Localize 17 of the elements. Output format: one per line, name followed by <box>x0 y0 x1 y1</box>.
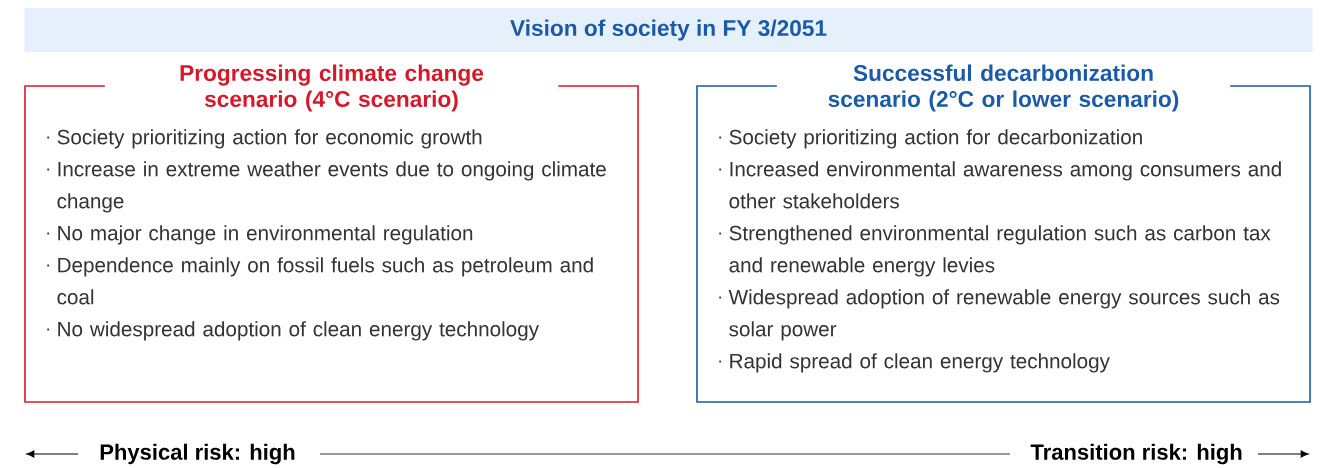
box-heading: Successful decarbonization scenario (2°C or lower scenario) <box>828 64 1179 112</box>
bullet-item: Increase in extreme weather events due to ongoing climate change <box>57 161 606 213</box>
bullet-item: Strengthened environmental regulation such as carbon tax and renewable energy levies <box>729 225 1271 277</box>
bullet-item: Widespread adoption of renewable energy sources such as solar power <box>728 289 1280 341</box>
bullet-item: Society prioritizing action for economic growth <box>57 129 482 149</box>
bullet-item: No major change in environmental regulation <box>58 225 473 245</box>
bullet-item: Society prioritizing action for decarbonization <box>729 129 1142 149</box>
bullet-item: No widespread adoption of clean energy technology <box>58 321 539 341</box>
bullet-item: Rapid spread of clean energy technology <box>730 353 1110 373</box>
risk-label: Physical risk: high <box>100 443 295 465</box>
title-band: Vision of society in FY 3/2051 <box>24 8 1313 52</box>
scenario-box <box>24 63 639 403</box>
risk-label: Transition risk: high <box>1030 443 1242 465</box>
scenario-box <box>696 63 1311 403</box>
bullet-item: Dependence mainly on fossil fuels such as petroleum and coal <box>57 257 593 305</box>
box-heading: Progressing climate change scenario (4°C scenario) <box>180 64 484 112</box>
bullet-item: Increased environmental awareness among consumers and other stakeholders <box>729 161 1281 209</box>
